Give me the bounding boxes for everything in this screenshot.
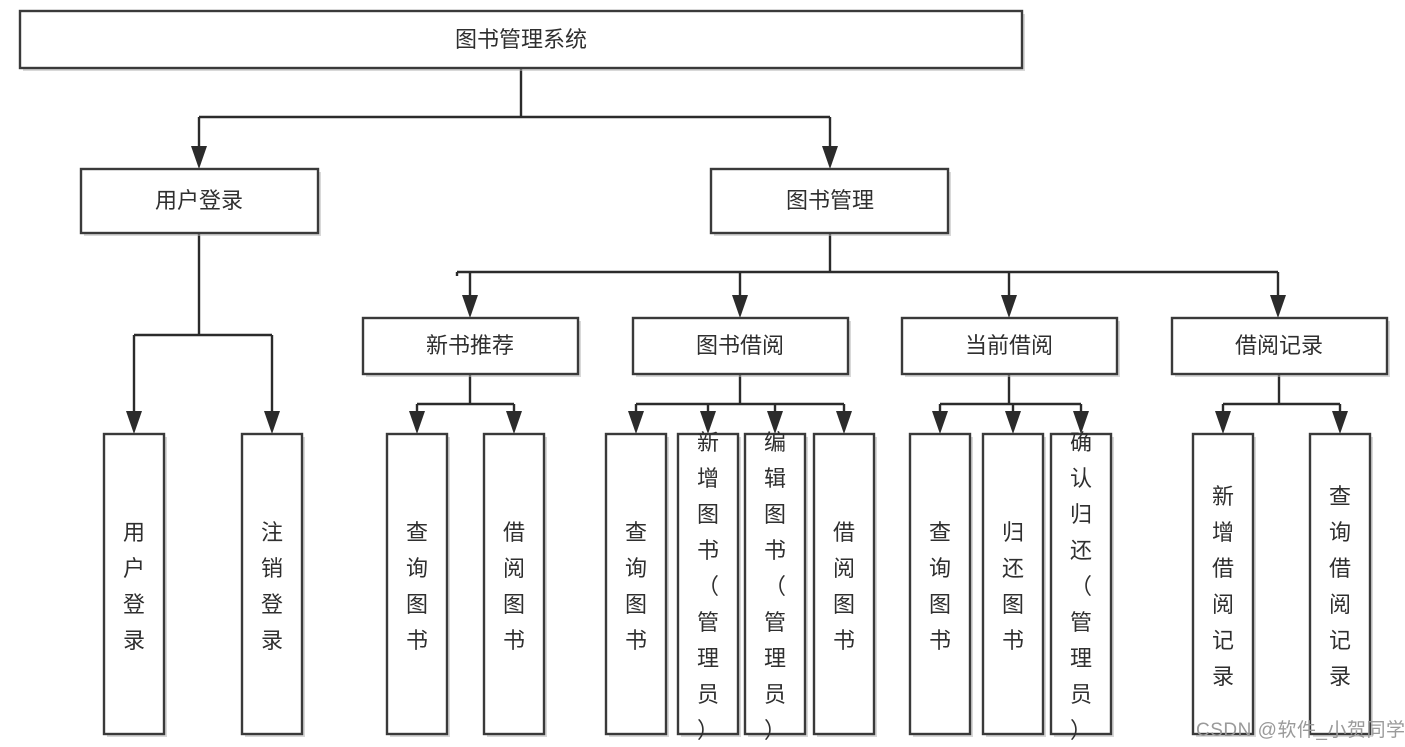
arrowhead-new-book-rec [462, 295, 478, 318]
node-leaf-user-login[interactable]: 用户登录 [102, 432, 167, 737]
node-leaf-cb-query[interactable]: 查询图书 [908, 432, 973, 737]
arrowhead-leaf-logout [264, 411, 280, 434]
node-leaf-br-query-label: 查询借阅记录 [1329, 484, 1351, 689]
node-leaf-user-login-label: 用户登录 [123, 520, 145, 653]
arrowhead-bb-add [700, 411, 716, 434]
arrowhead-borrow-record [1270, 295, 1286, 318]
arrowhead-bb-edit [767, 411, 783, 434]
node-leaf-bb-edit-label: 编辑图书（管理员） [764, 430, 786, 743]
node-leaf-rec-borrow-label: 借阅图书 [503, 520, 525, 653]
node-book-borrow-label: 图书借阅 [696, 333, 784, 358]
arrowhead-book-borrow [732, 295, 748, 318]
arrowhead-cb-query [932, 411, 948, 434]
node-book-borrow[interactable]: 图书借阅 [631, 316, 851, 377]
node-leaf-bb-borrow[interactable]: 借阅图书 [812, 432, 877, 737]
node-new-book-rec[interactable]: 新书推荐 [361, 316, 581, 377]
arrowhead-br-query [1332, 411, 1348, 434]
arrowhead-book-manage [822, 146, 838, 169]
arrowhead-bb-query [628, 411, 644, 434]
node-leaf-logout[interactable]: 注销登录 [240, 432, 305, 737]
arrowhead-rec-query [409, 411, 425, 434]
node-leaf-cb-query-label: 查询图书 [929, 520, 951, 653]
node-leaf-cb-confirm[interactable]: 确认归还（管理员） [1049, 430, 1114, 743]
node-leaf-br-query[interactable]: 查询借阅记录 [1308, 432, 1373, 737]
arrowhead-current-borrow [1001, 295, 1017, 318]
node-book-manage[interactable]: 图书管理 [709, 167, 951, 236]
node-leaf-bb-edit[interactable]: 编辑图书（管理员） [743, 430, 808, 743]
node-new-book-rec-label: 新书推荐 [426, 333, 514, 358]
arrowhead-bb-borrow [836, 411, 852, 434]
arrowhead-br-add [1215, 411, 1231, 434]
node-leaf-rec-borrow[interactable]: 借阅图书 [482, 432, 547, 737]
node-current-borrow[interactable]: 当前借阅 [900, 316, 1120, 377]
node-leaf-bb-query[interactable]: 查询图书 [604, 432, 669, 737]
node-user-login[interactable]: 用户登录 [79, 167, 321, 236]
arrowhead-user-login [191, 146, 207, 169]
node-leaf-bb-add-label: 新增图书（管理员） [697, 430, 719, 743]
edge-layer [126, 68, 1348, 434]
node-leaf-br-add-label: 新增借阅记录 [1212, 484, 1234, 689]
node-root-label: 图书管理系统 [455, 27, 587, 52]
csdn-watermark: CSDN @软件_小贺同学 [1196, 720, 1405, 741]
node-leaf-bb-query-label: 查询图书 [625, 520, 647, 653]
node-leaf-rec-query[interactable]: 查询图书 [385, 432, 450, 737]
node-leaf-logout-label: 注销登录 [261, 520, 283, 653]
node-leaf-bb-borrow-label: 借阅图书 [833, 520, 855, 653]
node-leaf-cb-return-label: 归还图书 [1002, 520, 1024, 653]
node-borrow-record[interactable]: 借阅记录 [1170, 316, 1390, 377]
node-current-borrow-label: 当前借阅 [965, 333, 1053, 358]
node-leaf-cb-return[interactable]: 归还图书 [981, 432, 1046, 737]
node-leaf-bb-add[interactable]: 新增图书（管理员） [676, 430, 741, 743]
node-root[interactable]: 图书管理系统 [18, 9, 1025, 71]
node-book-manage-label: 图书管理 [786, 188, 874, 213]
arrowhead-cb-return [1005, 411, 1021, 434]
node-leaf-cb-confirm-label: 确认归还（管理员） [1070, 430, 1092, 743]
node-borrow-record-label: 借阅记录 [1235, 333, 1323, 358]
node-leaf-br-add[interactable]: 新增借阅记录 [1191, 432, 1256, 737]
node-leaf-rec-query-label: 查询图书 [406, 520, 428, 653]
node-user-login-label: 用户登录 [155, 188, 243, 213]
arrowhead-cb-confirm [1073, 411, 1089, 434]
arrowhead-rec-borrow [506, 411, 522, 434]
arrowhead-leaf-user-login [126, 411, 142, 434]
